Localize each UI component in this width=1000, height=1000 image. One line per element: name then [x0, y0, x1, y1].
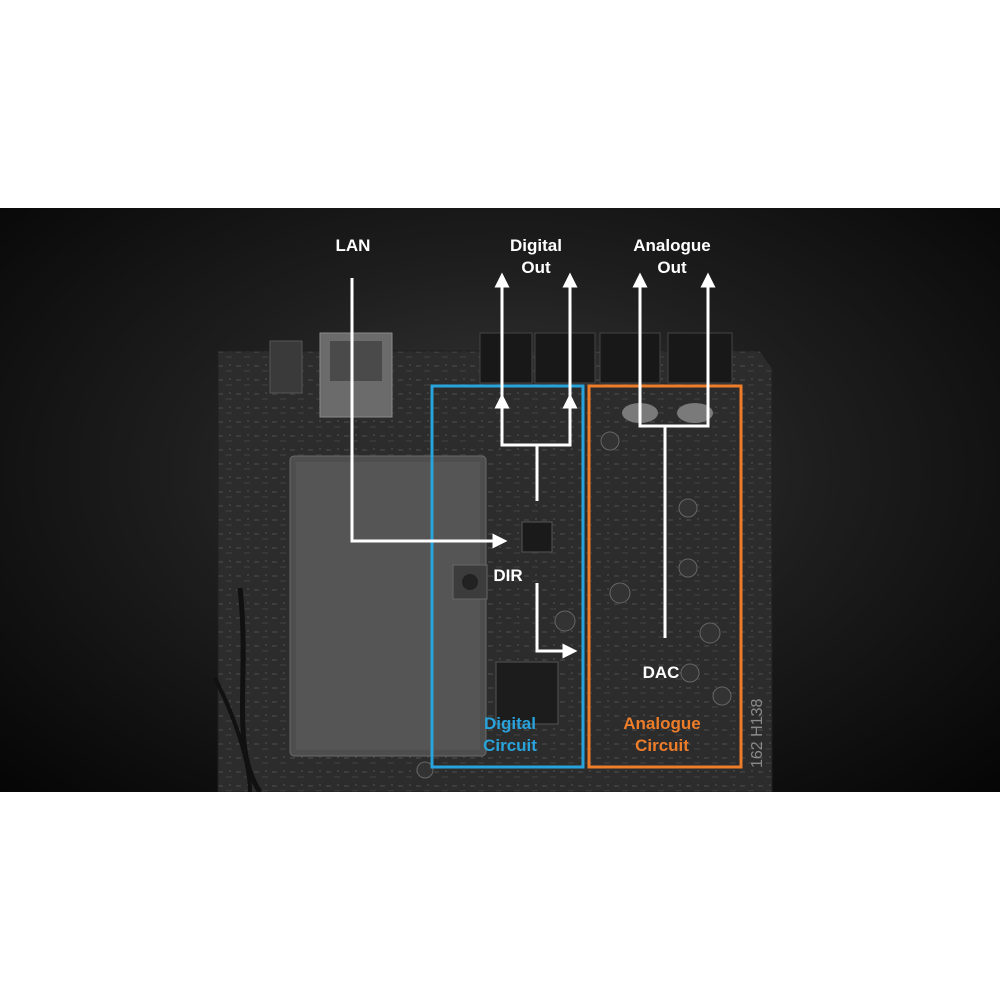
diagram-stage: 162 H138 LAN Digital Out Analogue Out DI…	[0, 208, 1000, 792]
digital-out-label: Digital Out	[496, 235, 576, 279]
lan-label: LAN	[330, 235, 376, 257]
analogue-out-label-line1: Analogue	[622, 235, 722, 257]
digital-circuit-label: Digital Circuit	[470, 713, 550, 757]
digital-out-label-line2: Out	[496, 257, 576, 279]
analogue-circuit-label-line2: Circuit	[612, 735, 712, 757]
dac-label: DAC	[636, 662, 686, 684]
circuit-board-diagram: 162 H138	[0, 208, 1000, 792]
digital-out-label-line1: Digital	[496, 235, 576, 257]
digital-circuit-label-line2: Circuit	[470, 735, 550, 757]
analogue-circuit-label: Analogue Circuit	[612, 713, 712, 757]
dir-chip	[522, 522, 552, 552]
analogue-out-label-line2: Out	[622, 257, 722, 279]
dir-label: DIR	[488, 565, 528, 587]
analogue-circuit-label-line1: Analogue	[612, 713, 712, 735]
analogue-out-label: Analogue Out	[622, 235, 722, 279]
rca-jacks	[480, 333, 732, 383]
digital-circuit-label-line1: Digital	[470, 713, 550, 735]
board-marking: 162 H138	[749, 699, 766, 768]
